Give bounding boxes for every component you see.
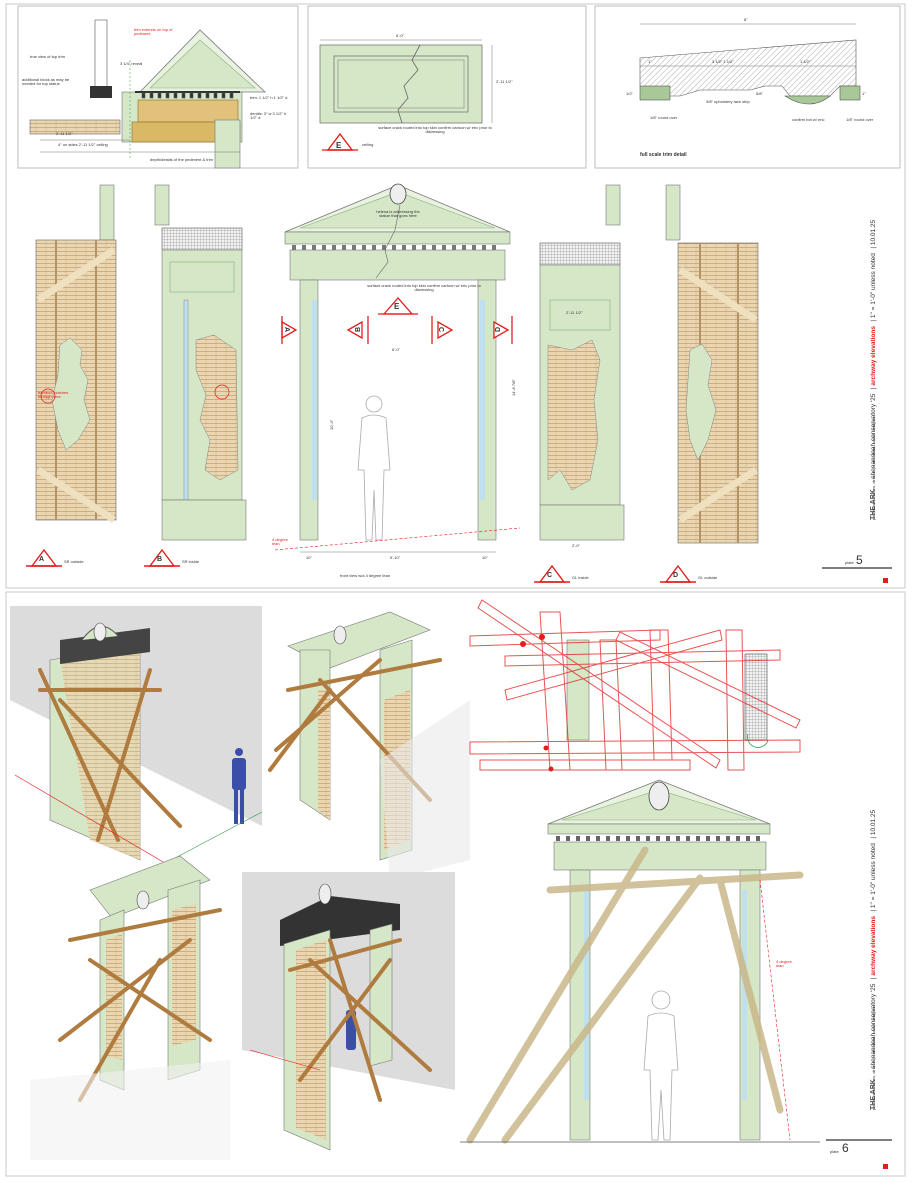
section-marker-b [346,316,369,344]
ceiling-plan-drawing [319,39,493,124]
plate6-sheet-title: archway elevations [870,916,877,976]
pediment-note-2: additional block as may be needed for to… [22,77,70,86]
plate6-number: 6 [842,1141,849,1155]
section-marker-e-front [378,297,418,315]
front-caption: front view w/a 4 degree lean [340,573,391,578]
trim-dim-6: 1" [862,91,866,96]
gl-width: 2'-11 1/2" [566,310,583,315]
marker-c-letter: C [437,326,445,333]
view-marker-c [534,564,570,583]
pediment-caption: depth/details of the pediment & trim [150,157,213,162]
view-marker-b [144,548,180,567]
plate5-sheet-title: archway elevations [870,326,877,386]
trim-note-4: 1/8" round over [846,117,874,122]
pediment-note-6: dentils: 3" w 3 1/2" h 1/2" d [250,111,287,120]
view-b-caption: SR inside [182,559,200,564]
view-marker-d [660,564,696,583]
ceiling-caption: ceiling [362,142,374,147]
ceiling-note: surface crack routed into top skin confi… [378,125,492,134]
view-a-letter: A [39,556,45,563]
pediment-note-5: trim: 1 1/2" h 1 1/2" d [250,95,288,100]
trim-dim-1: 1" [648,59,652,64]
section-marker-e-ceiling [322,132,358,151]
plate5-scale: 1" = 1'-0" unless noted [870,253,877,319]
pediment-note-3: trim extends on top of pediment [134,27,173,36]
front-elevation-plate6 [460,779,820,1144]
gl-bottom: 2'-0" [572,543,580,548]
view-d-caption: GL outside [698,575,718,580]
plate6-label: plate [830,1149,839,1154]
marker-d-letter: D [495,326,503,333]
human-figure-plate6 [643,990,679,1141]
plate6-date: 10.01.25 [870,809,877,836]
plan-view-bracing [469,599,801,772]
trim-dim-3: 1 1/2" [800,59,811,64]
ceiling-depth: 2'-11 1/2" [496,79,513,84]
plate6-corner-mark [883,1164,888,1169]
plate5-number: 5 [856,553,863,567]
front-elevation [274,183,521,553]
elevation-gl-outside [665,184,759,544]
front-crack-note: surface crack routed into top skin confi… [367,283,481,292]
view-marker-a [26,548,62,567]
plate6-scale: 1" = 1'-0" unless noted [870,843,877,909]
trim-width: 8" [744,17,748,22]
front-height-inner: 10'-4" [329,419,334,430]
view-a-caption: SR outside [64,559,84,564]
elevation-sr-outside [35,184,117,523]
trim-note-3: confirm bot w/ eric [792,117,825,122]
plate5-date: 10.01.25 [870,219,877,246]
elevation-sr-inside [154,184,247,541]
pediment-note-4: 3 1/4" reveal [120,61,143,66]
human-figure-front [357,395,391,541]
elevation-gl-inside [539,184,625,541]
front-marker-e-letter: E [394,302,400,311]
plate5-credits: paul mason barnes, director | r. eric st… [871,416,876,520]
trim-caption: full scale trim detail [640,152,687,158]
iso-view-3 [30,855,230,1160]
trim-profile-drawing [639,23,861,105]
ceiling-width: 6'-0" [396,33,404,38]
marker-a-letter: A [283,326,291,333]
iso-view-2 [268,611,470,880]
view-d-letter: D [673,572,679,579]
front-width: 6'-0" [392,347,400,352]
iso-view-4 [242,872,455,1151]
trim-note-1: 1/8" round over [650,115,678,120]
front-dim-right: 10" [482,555,488,560]
view-b-letter: B [157,556,163,563]
section-marker-c [431,316,454,344]
section-marker-d [493,316,513,344]
human-figure-iso-1 [232,748,246,824]
plate6-credits: paul mason barnes, director | r. eric st… [871,1006,876,1110]
trim-dim-2: 3 1/2" 1 1/2" [712,59,734,64]
front-height-total: 14'-8 7/8" [511,379,516,396]
pediment-note-7: 4" on sides 2'-11 1/2" ceiling [58,142,108,147]
ceiling-marker-letter: E [336,141,342,150]
pediment-note-1: true view of top trim [30,54,65,59]
view-c-letter: C [547,572,553,579]
iso-view-1 [10,606,263,867]
pediment-note-8: 2'-11 1/2" [56,131,73,136]
trim-dim-5: 5/8" [756,91,763,96]
plate5-label: plate [845,560,854,565]
trim-note-2: 3/8" upholstery tack strip [706,99,750,104]
front-lean-note: 4 degree lean [272,537,288,546]
section-marker-a [281,316,298,344]
plate6-lean-note: 4 degree lean [776,959,792,968]
sr-bamboo-note: bamboo clutches through here [38,390,69,399]
front-dim-center: 5'-10" [390,555,401,560]
front-dim-left: 10" [306,555,312,560]
trim-dim-4: 1/2" [626,91,633,96]
plate5-corner-mark [883,578,888,583]
view-c-caption: GL inside [572,575,589,580]
marker-b-letter: B [355,326,363,333]
pediment-section-drawing [29,19,266,169]
statue-note: helena is addressing the statue that goe… [376,209,420,218]
